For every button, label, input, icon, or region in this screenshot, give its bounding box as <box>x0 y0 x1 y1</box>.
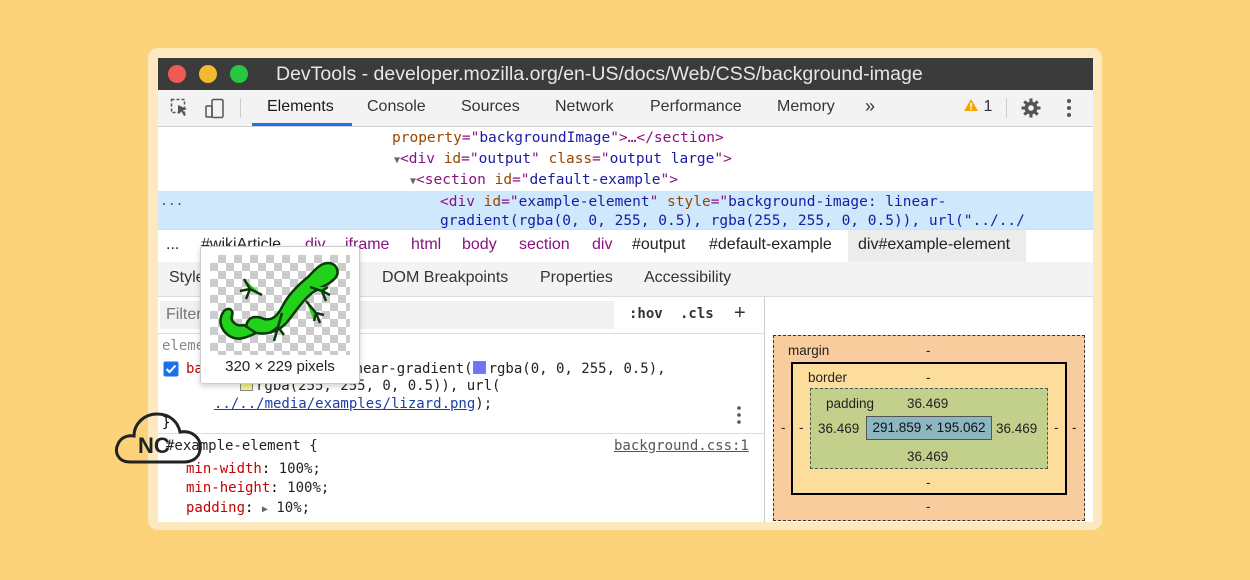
dom-tree: property="backgroundImage">…</section> ▼… <box>158 127 1093 229</box>
style-declaration[interactable]: min-width: 100%; <box>186 461 321 477</box>
node-actions-ellipsis[interactable]: ... <box>160 194 184 209</box>
padding-top-value[interactable]: 36.469 <box>907 396 949 411</box>
nc-watermark: NC <box>112 406 204 473</box>
breadcrumb-item[interactable]: div <box>592 236 613 253</box>
style-declaration[interactable]: padding: ▶ 10%; <box>186 500 311 516</box>
new-rule-button[interactable]: + <box>734 302 746 324</box>
property-checkbox[interactable] <box>163 361 179 381</box>
warning-icon <box>964 99 978 111</box>
main-toolbar: Elements Console Sources Network Perform… <box>158 90 1093 127</box>
inspect-element-icon[interactable] <box>170 98 190 123</box>
expand-arrow-icon[interactable]: ▼ <box>410 176 417 187</box>
breadcrumb-more[interactable]: ... <box>166 236 180 253</box>
dom-line[interactable]: ▼<section id="default-example"> <box>410 172 678 188</box>
cls-toggle[interactable]: .cls <box>680 306 714 322</box>
tab-elements[interactable]: Elements <box>267 98 334 115</box>
breadcrumb-item[interactable]: body <box>462 236 497 253</box>
tab-performance[interactable]: Performance <box>650 98 742 115</box>
padding-bottom-value[interactable]: 36.469 <box>907 449 949 464</box>
breadcrumb-selected-bg <box>848 230 1026 262</box>
image-url-link[interactable]: ../../media/examples/lizard.png <box>214 396 476 412</box>
devtools-window: DevTools - developer.mozilla.org/en-US/d… <box>158 58 1093 522</box>
box-model-panel: 291.859 × 195.062 margin - - - - border … <box>765 297 1093 522</box>
tab-accessibility[interactable]: Accessibility <box>644 269 732 286</box>
image-preview-tooltip: 320 × 229 pixels <box>200 246 360 384</box>
minimize-window-button[interactable] <box>199 65 217 83</box>
border-bottom-value[interactable]: - <box>926 475 931 490</box>
dom-line: gradient(rgba(0, 0, 255, 0.5), rgba(255,… <box>440 213 1025 229</box>
more-options-icon[interactable] <box>736 405 742 429</box>
device-toolbar-icon[interactable] <box>204 98 226 125</box>
selected-dom-node[interactable]: ... <div id="example-element" style="bac… <box>158 191 1093 229</box>
margin-label: margin <box>788 343 830 358</box>
border-left-value[interactable]: - <box>799 420 804 435</box>
padding-label: padding <box>826 396 875 411</box>
pane-divider[interactable] <box>764 297 765 522</box>
tab-memory[interactable]: Memory <box>777 98 835 115</box>
title-bar: DevTools - developer.mozilla.org/en-US/d… <box>158 58 1093 90</box>
breadcrumb-item[interactable]: #default-example <box>709 236 832 253</box>
warnings-counter[interactable]: 1 <box>963 98 992 116</box>
padding-left-value[interactable]: 36.469 <box>818 421 860 436</box>
expand-arrow-icon[interactable]: ▼ <box>394 155 401 166</box>
margin-top-value[interactable]: - <box>926 343 931 358</box>
padding-right-value[interactable]: 36.469 <box>996 421 1038 436</box>
tab-properties[interactable]: Properties <box>540 269 613 286</box>
more-tabs-button[interactable]: » <box>865 96 876 116</box>
window-title: DevTools - developer.mozilla.org/en-US/d… <box>276 63 923 85</box>
close-window-button[interactable] <box>168 65 186 83</box>
border-right-value[interactable]: - <box>1054 420 1059 435</box>
nc-text: NC <box>138 433 170 458</box>
lizard-icon <box>219 261 339 342</box>
gear-icon[interactable] <box>1021 98 1041 123</box>
toolbar-separator <box>240 98 241 118</box>
style-declaration-cont: ../../media/examples/lizard.png); <box>214 396 493 412</box>
rule-close-brace: } <box>162 415 171 431</box>
tab-dom-breakpoints[interactable]: DOM Breakpoints <box>382 269 509 286</box>
stylesheet-source-link[interactable]: background.css:1 <box>614 438 749 454</box>
style-declaration[interactable]: min-height: 100%; <box>186 480 330 496</box>
box-model-content[interactable]: 291.859 × 195.062 <box>866 416 992 440</box>
margin-right-value[interactable]: - <box>1072 420 1077 435</box>
margin-bottom-value[interactable]: - <box>926 499 931 514</box>
active-tab-indicator <box>252 123 352 126</box>
warning-count: 1 <box>983 98 993 115</box>
lizard-image <box>210 255 350 355</box>
breadcrumb-item[interactable]: section <box>519 236 570 253</box>
border-top-value[interactable]: - <box>926 370 931 385</box>
rule-divider <box>158 433 764 434</box>
maximize-window-button[interactable] <box>230 65 248 83</box>
tab-console[interactable]: Console <box>367 98 426 115</box>
expand-arrow-icon[interactable]: ▶ <box>261 504 268 515</box>
tab-network[interactable]: Network <box>555 98 614 115</box>
hov-toggle[interactable]: :hov <box>629 306 663 322</box>
color-swatch[interactable] <box>472 361 486 374</box>
breadcrumb-item-selected[interactable]: div#example-element <box>858 236 1011 253</box>
breadcrumb-item[interactable]: html <box>411 236 442 253</box>
tab-sources[interactable]: Sources <box>461 98 520 115</box>
border-label: border <box>808 370 848 385</box>
dom-line[interactable]: ▼<div id="output" class="output large"> <box>394 151 732 167</box>
cloud-icon: NC <box>115 412 202 464</box>
breadcrumb-item[interactable]: #output <box>632 236 686 253</box>
dom-line[interactable]: property="backgroundImage">…</section> <box>392 130 724 146</box>
dom-line: <div id="example-element" style="backgro… <box>440 194 947 210</box>
margin-left-value[interactable]: - <box>781 420 786 435</box>
kebab-menu-icon[interactable] <box>1065 98 1073 123</box>
toolbar-separator <box>1006 98 1007 118</box>
image-dimensions: 320 × 229 pixels <box>225 358 335 375</box>
